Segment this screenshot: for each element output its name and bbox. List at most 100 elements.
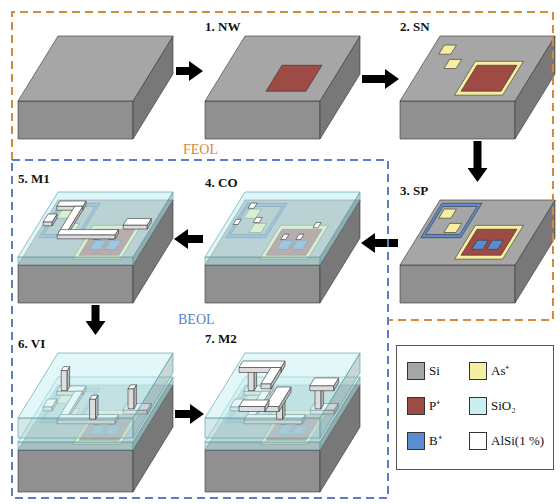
step-label: 4. CO [205,175,238,190]
legend-item: SiO₂ [469,397,494,415]
legend-item: B⁺ [407,432,420,450]
process-step: 6. VI [18,336,173,492]
step-label: 5. M1 [18,171,50,186]
dashed-outline [12,160,388,498]
dashed-outline [10,158,390,500]
flow-arrow [188,235,203,243]
box-front-face [248,371,254,391]
legend-swatch [407,432,425,450]
process-step: 1. NW [205,19,360,139]
legend-swatch [407,362,425,380]
legend-item: Si [407,362,418,380]
step-label: 1. NW [205,19,240,34]
box-front-face [18,257,133,265]
wafer-block [205,192,360,303]
box-top-face [59,206,83,232]
legend-label: B⁺ [429,432,442,450]
box-top-face [239,400,269,407]
legend-label: AlSi(1 %) [491,432,544,450]
legend-label: Si [429,362,440,380]
box-front-face [57,235,115,239]
box-front-face [205,101,320,139]
wafer-block [400,36,555,139]
process-step: 2. SN [400,19,555,139]
box-front-face [205,257,320,265]
region-label: FEOL [183,142,218,157]
box-top-face [205,192,360,257]
box-front-face [205,442,320,450]
flow-arrow [175,410,190,418]
box-front-face [18,442,133,450]
box-top-face [18,192,173,257]
box-top-face [313,223,321,228]
legend-item: As⁺ [469,362,487,380]
box-front-face [261,384,271,389]
box-top-face [261,368,281,384]
box-front-face [43,222,52,226]
box-top-face [18,36,173,101]
box-top-face [400,200,555,265]
flow-arrow [474,141,482,168]
wafer-block [18,353,173,492]
box-top-face [43,214,57,222]
process-step: 3. SP [400,183,555,303]
box-top-face [90,395,98,399]
box-front-face [18,450,133,492]
box-front-face [123,225,147,229]
box-top-face [310,378,339,386]
box-top-face [239,361,285,368]
box-top-face [128,385,136,389]
box-front-face [205,265,320,303]
box-top-face [461,229,517,255]
flow-arrow [362,75,385,83]
box-top-face [461,65,517,91]
legend-swatch [407,397,425,415]
box-front-face [18,101,133,139]
box-front-face [400,101,515,139]
box-top-face [57,230,118,235]
box-top-face [487,240,504,249]
box-top-face [205,36,360,101]
dashed-outline [10,10,556,322]
legend-label: P⁺ [429,397,440,415]
box-front-face [400,265,515,303]
box-top-face [421,203,482,237]
box-top-face [472,240,489,249]
legend-swatch [469,432,487,450]
legend-box: SiP⁺B⁺As⁺SiO₂AlSi(1 %) [396,345,554,470]
box-front-face [128,389,134,409]
box-top-face [233,219,241,224]
dashed-outline [12,12,553,320]
box-front-face [205,450,320,492]
box-top-face [444,223,462,232]
wafer-block [18,192,173,303]
box-top-face [296,234,304,239]
box-top-face [281,234,289,239]
process-step: 7. M2 [205,331,360,492]
box-front-face [310,386,334,391]
step-label: 3. SP [400,183,428,198]
legend-label: As⁺ [491,362,509,380]
legend-swatch [469,397,487,415]
step-label: 7. M2 [205,331,237,346]
box-top-face [444,59,462,68]
box-top-face [248,203,257,208]
feol-region: FEOL 1. NW 2. SN 3. SP [10,10,556,322]
box-front-face [61,371,67,391]
legend-item: AlSi(1 %) [469,432,522,450]
box-front-face [18,418,133,438]
box-top-face [400,36,555,101]
step-label: 2. SN [400,19,430,34]
step-label: 6. VI [18,336,45,351]
box-top-face [439,45,457,54]
wafer-block [400,200,555,303]
box-top-face [57,201,86,206]
box-top-face [61,367,69,371]
box-top-face [439,209,457,218]
legend-label: SiO₂ [491,397,516,415]
box-top-face [253,217,262,222]
region-label: BEOL [178,312,215,327]
wafer-block [18,36,173,139]
flow-arrow [176,67,189,75]
